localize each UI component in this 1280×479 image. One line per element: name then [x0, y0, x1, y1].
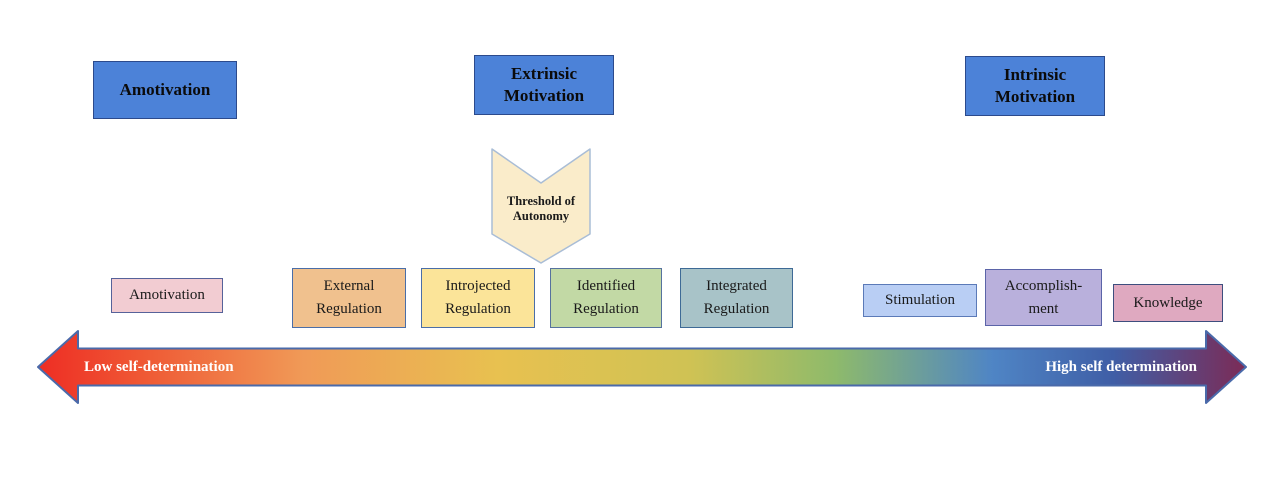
- accomplishment-label: Accomplish- ment: [1004, 277, 1083, 317]
- amotivation-category-box: Amotivation: [93, 61, 237, 119]
- knowledge-box: Knowledge: [1113, 284, 1223, 322]
- accomplishment-box: Accomplish- ment: [985, 269, 1102, 326]
- external-regulation-label: External Regulation: [316, 278, 382, 317]
- intrinsic-motivation-category-label: Intrinsic Motivation: [994, 65, 1076, 106]
- threshold-of-autonomy-chevron: Threshold of Autonomy: [491, 148, 591, 264]
- identified-regulation-label: Identified Regulation: [573, 278, 639, 317]
- identified-regulation-box: Identified Regulation: [550, 268, 662, 328]
- stimulation-box: Stimulation: [863, 284, 977, 317]
- integrated-regulation-box: Integrated Regulation: [680, 268, 793, 328]
- amotivation-category-label: Amotivation: [119, 80, 211, 99]
- introjected-regulation-label: Introjected Regulation: [445, 278, 511, 317]
- extrinsic-motivation-category-box: Extrinsic Motivation: [474, 55, 614, 115]
- introjected-regulation-box: Introjected Regulation: [421, 268, 535, 328]
- amotivation-box: Amotivation: [111, 278, 223, 313]
- stimulation-label: Stimulation: [884, 292, 955, 308]
- knowledge-label: Knowledge: [1133, 294, 1203, 311]
- chevron-down-icon: [491, 148, 591, 264]
- extrinsic-motivation-category-label: Extrinsic Motivation: [503, 64, 585, 105]
- double-arrow-shape: [37, 330, 1247, 404]
- external-regulation-box: External Regulation: [292, 268, 406, 328]
- self-determination-gradient-arrow: [37, 330, 1247, 404]
- high-self-determination-label: High self determination: [1045, 359, 1197, 375]
- low-self-determination-label: Low self-determination: [84, 359, 234, 375]
- threshold-of-autonomy-label: Threshold of Autonomy: [506, 194, 576, 223]
- integrated-regulation-label: Integrated Regulation: [703, 278, 770, 317]
- intrinsic-motivation-category-box: Intrinsic Motivation: [965, 56, 1105, 116]
- amotivation-box-label: Amotivation: [129, 287, 205, 303]
